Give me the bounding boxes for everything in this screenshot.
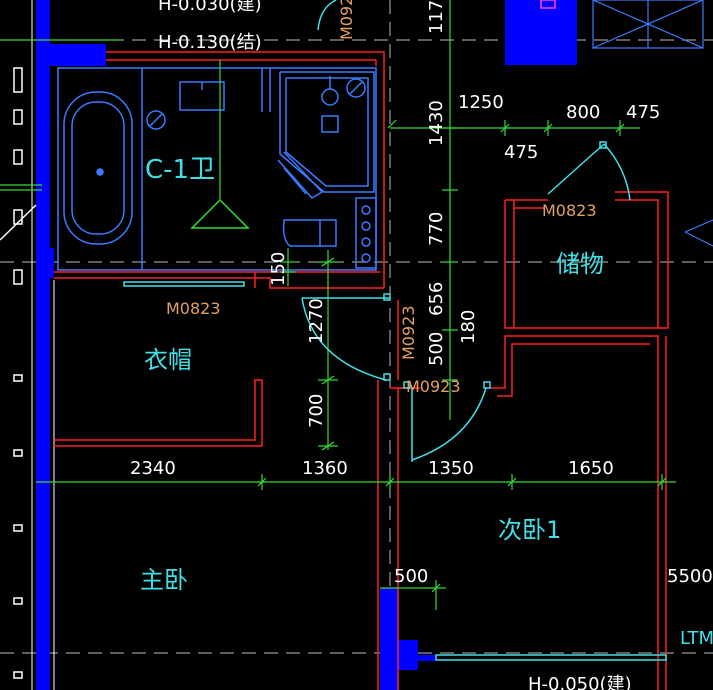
dim-656: 656 [426,282,447,316]
dim-1350: 1350 [428,458,474,479]
dim-770: 770 [426,212,447,246]
dim-475-right: 475 [626,102,660,123]
room-tag-bathroom: C-1卫 [145,155,215,185]
section-marker [190,198,250,229]
level-bottom: H-0.050(建) [528,674,632,690]
dim-500-vertical: 500 [426,332,447,366]
door-label-m0823-storage: M0823 [542,201,597,220]
room-label-closet: 衣帽 [144,346,192,374]
room-label-secondary-bedroom: 次卧1 [498,516,561,544]
level-structural: H-0.130(结) [158,32,262,53]
dim-5500: 5500 [667,566,713,587]
door-label-m0823-bath: M0823 [166,299,221,318]
room-label-master-bedroom: 主卧 [140,566,188,594]
dim-2340: 2340 [130,458,176,479]
room-label-storage: 储物 [556,250,604,278]
dim-1170: 1170 [426,0,447,34]
magenta-mark [540,0,556,9]
ltm-label: LTM [680,628,713,649]
dim-150: 150 [268,252,289,286]
dim-1650: 1650 [568,458,614,479]
dim-1270: 1270 [306,298,327,344]
dim-475-mid: 475 [504,142,538,163]
bathroom-fixtures [57,67,377,271]
door-label-m092-top: M092 [337,0,356,40]
doors [123,0,667,661]
dim-800: 800 [566,102,600,123]
dim-1250: 1250 [458,92,504,113]
wall-window-marks [0,67,37,679]
dimension-lines [0,0,676,610]
dim-500-lower: 500 [394,566,428,587]
exterior-walls [36,0,577,690]
top-right-fixture [592,0,713,247]
dim-1360: 1360 [302,458,348,479]
level-top-partial: H-0.030(建) [158,0,262,15]
door-label-m0923-horizontal: M0923 [406,377,461,396]
bathtub [63,91,133,245]
left-wall-inner-lines [31,0,55,690]
dim-700: 700 [306,394,327,428]
dim-180: 180 [458,310,479,344]
interior-walls [54,51,669,690]
dim-1430: 1430 [426,100,447,146]
door-label-m0923-vertical: M0923 [399,305,418,360]
